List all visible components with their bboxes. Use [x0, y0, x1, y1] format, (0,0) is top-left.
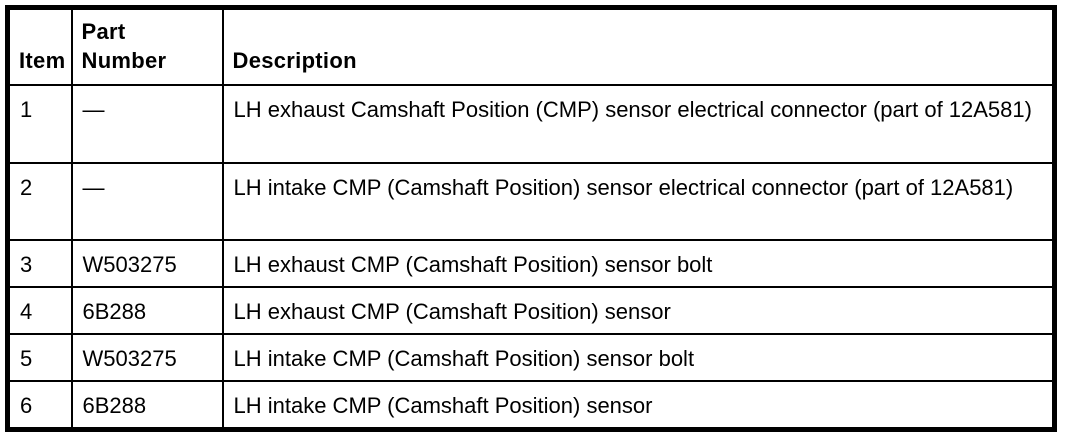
table-row: 1 — LH exhaust Camshaft Position (CMP) s… [6, 83, 1056, 164]
cell-part-number: — [70, 83, 224, 164]
cell-item: 3 [6, 238, 73, 288]
cell-item: 5 [6, 332, 73, 382]
cell-part-number: 6B288 [70, 285, 224, 335]
cell-description: LH exhaust CMP (Camshaft Position) senso… [221, 285, 1056, 335]
table-row: 4 6B288 LH exhaust CMP (Camshaft Positio… [6, 285, 1056, 335]
table-row: 5 W503275 LH intake CMP (Camshaft Positi… [6, 332, 1056, 382]
cell-part-number: — [70, 161, 224, 241]
cell-part-number: 6B288 [70, 379, 224, 431]
column-header-part-number: Part Number [70, 6, 224, 86]
table-row: 3 W503275 LH exhaust CMP (Camshaft Posit… [6, 238, 1056, 288]
cell-description: LH exhaust CMP (Camshaft Position) senso… [221, 238, 1056, 288]
cell-item: 6 [6, 379, 73, 431]
column-header-description: Description [221, 6, 1056, 86]
column-header-item: Item [6, 6, 73, 86]
cell-description: LH exhaust Camshaft Position (CMP) senso… [221, 83, 1056, 164]
table-row: 2 — LH intake CMP (Camshaft Position) se… [6, 161, 1056, 241]
parts-table: Item Part Number Description 1 — LH exha… [5, 5, 1057, 432]
cell-item: 4 [6, 285, 73, 335]
cell-description: LH intake CMP (Camshaft Position) sensor… [221, 161, 1056, 241]
cell-part-number: W503275 [70, 238, 224, 288]
cell-item: 2 [6, 161, 73, 241]
table-row: 6 6B288 LH intake CMP (Camshaft Position… [6, 379, 1056, 431]
cell-part-number: W503275 [70, 332, 224, 382]
cell-description: LH intake CMP (Camshaft Position) sensor… [221, 332, 1056, 382]
cell-item: 1 [6, 83, 73, 164]
header-row: Item Part Number Description [6, 6, 1056, 86]
cell-description: LH intake CMP (Camshaft Position) sensor [221, 379, 1056, 431]
